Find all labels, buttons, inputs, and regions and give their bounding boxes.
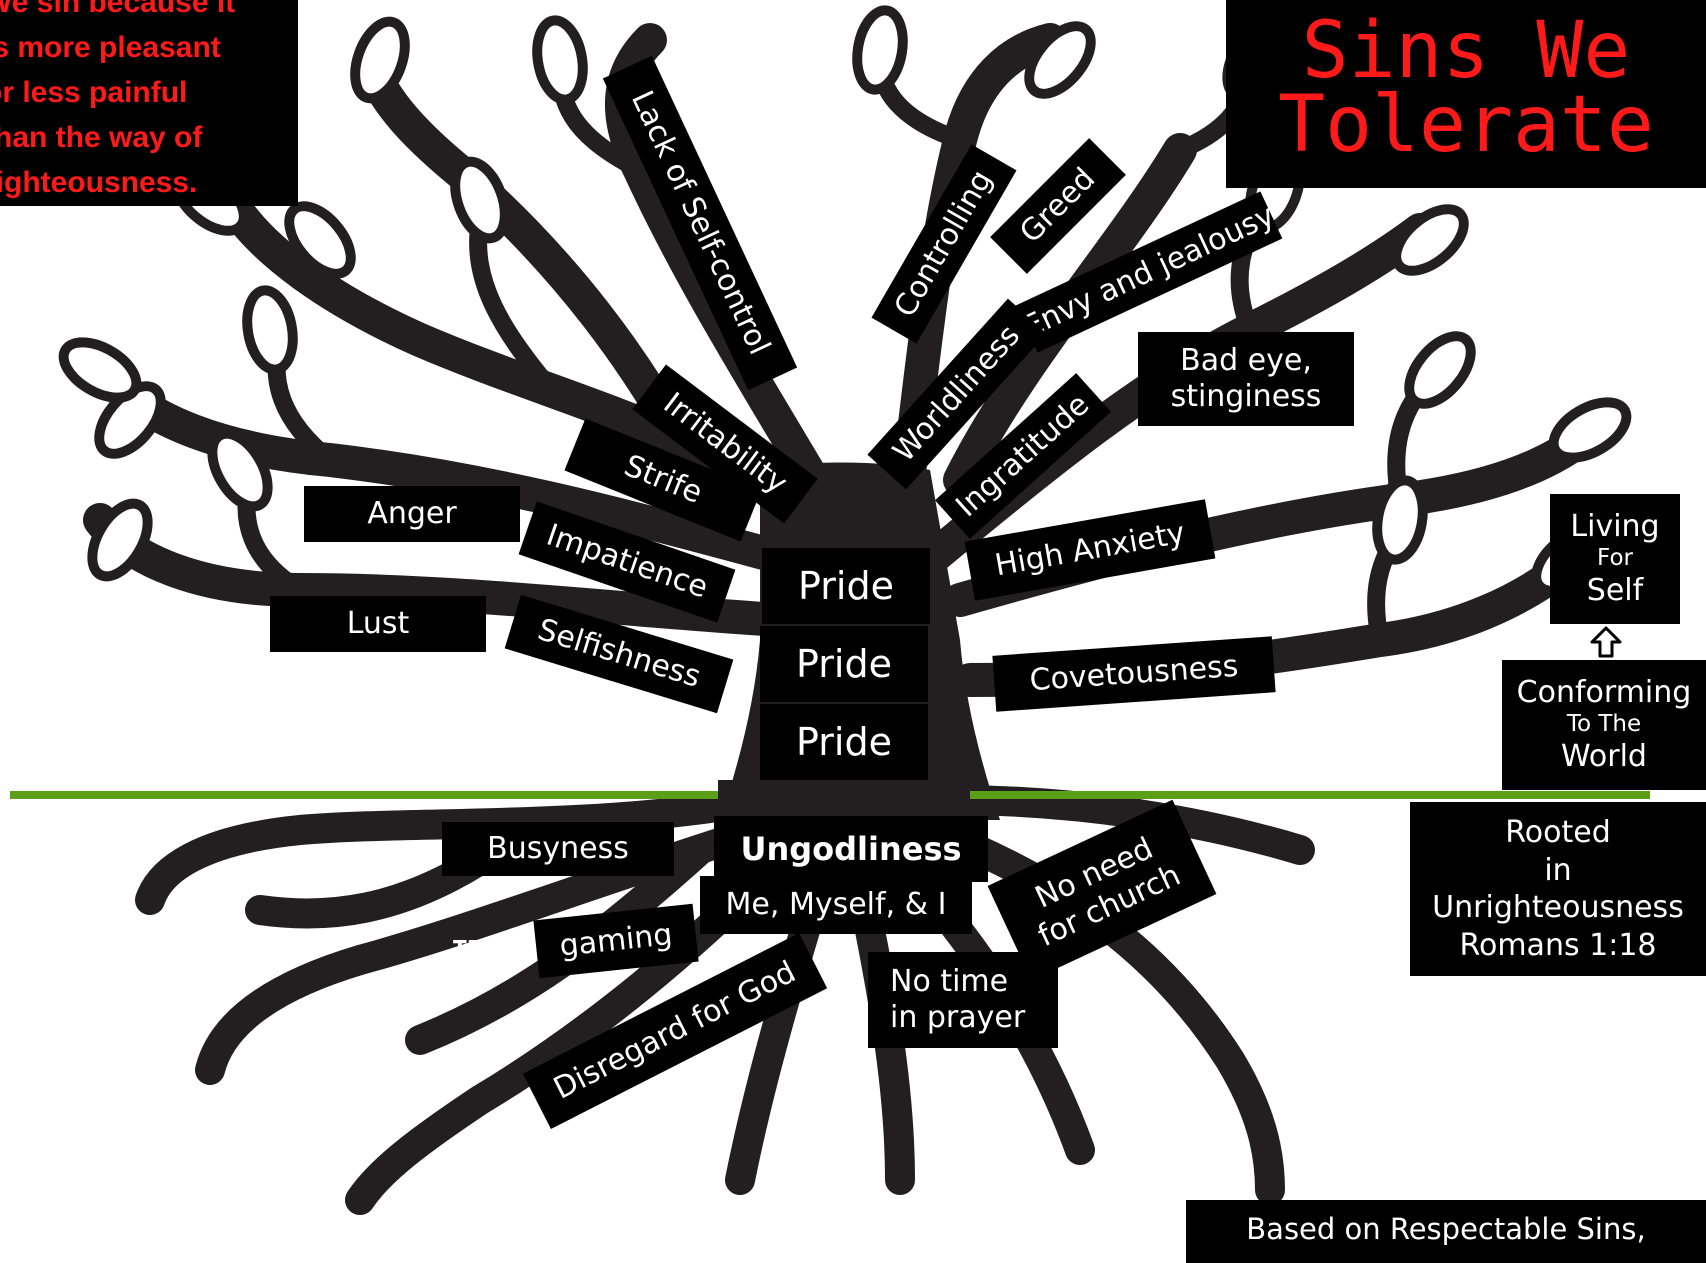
label-text: Romans 1:18	[1459, 927, 1657, 963]
label-text: stinginess	[1170, 379, 1322, 414]
credit-line-2: Confronting the Sins We	[1186, 1248, 1706, 1263]
label-text: Lust	[346, 606, 410, 641]
label-no-time-in-prayer: No time in prayer	[868, 952, 1058, 1048]
label-text: Pride	[796, 720, 892, 764]
label-pride-1: Pride	[762, 548, 930, 624]
label-text: Pride	[798, 564, 894, 608]
quote-box: We sin because it is more pleasant or le…	[0, 0, 298, 206]
quote-line: is more pleasant	[0, 31, 221, 64]
label-text: Living	[1570, 509, 1660, 545]
label-rooted-in-unrighteousness: Rooted in Unrighteousness Romans 1:18	[1410, 802, 1706, 976]
credit-box: Based on Respectable Sins, Confronting t…	[1186, 1200, 1706, 1263]
label-text: Rooted	[1505, 815, 1611, 850]
label-ungodliness: Ungodliness	[714, 816, 988, 882]
quote-line: or less painful	[0, 76, 188, 109]
label-text: Busyness	[487, 831, 629, 866]
label-text: To The	[1566, 711, 1642, 738]
label-text: World	[1561, 738, 1647, 774]
label-text: Unrighteousness	[1432, 890, 1684, 925]
label-text: Anger	[367, 496, 457, 531]
title-box: Sins We Tolerate	[1226, 0, 1706, 188]
label-pride-3: Pride	[760, 704, 928, 780]
label-busyness: Busyness	[442, 822, 674, 876]
title-line-1: Sins We	[1301, 5, 1631, 96]
tree-leaves	[58, 5, 1632, 596]
label-pride-2: Pride	[760, 626, 928, 702]
quote-line: righteousness.	[0, 166, 198, 199]
label-text: Pride	[796, 642, 892, 686]
label-anger: Anger	[304, 486, 520, 542]
label-text: Covetousness	[1028, 648, 1240, 699]
label-me-myself-i: Me, Myself, & I	[700, 876, 972, 934]
label-text: in prayer	[890, 1000, 1026, 1035]
label-text: Self	[1586, 572, 1644, 608]
label-conforming-to-the-world: Conforming To The World	[1502, 660, 1706, 790]
label-text: No time	[890, 964, 1009, 999]
credit-line-1: Based on Respectable Sins,	[1246, 1212, 1646, 1246]
quote-line: We sin because it	[0, 0, 236, 19]
label-text: in	[1544, 852, 1572, 888]
label-text: Me, Myself, & I	[725, 887, 947, 922]
label-text: Ungodliness	[740, 830, 962, 868]
up-arrow-icon	[1590, 626, 1622, 658]
label-text: Conforming	[1516, 675, 1692, 711]
label-lust: Lust	[270, 596, 486, 652]
label-text: gaming	[557, 917, 674, 964]
label-bad-eye-stinginess: Bad eye, stinginess	[1138, 332, 1354, 426]
quote-line: than the way of	[0, 121, 203, 154]
title-line-2: Tolerate	[1278, 79, 1654, 170]
label-living-for-self: Living For Self	[1550, 494, 1680, 624]
label-text: Bad eye,	[1180, 343, 1312, 378]
label-text: For	[1597, 545, 1633, 572]
